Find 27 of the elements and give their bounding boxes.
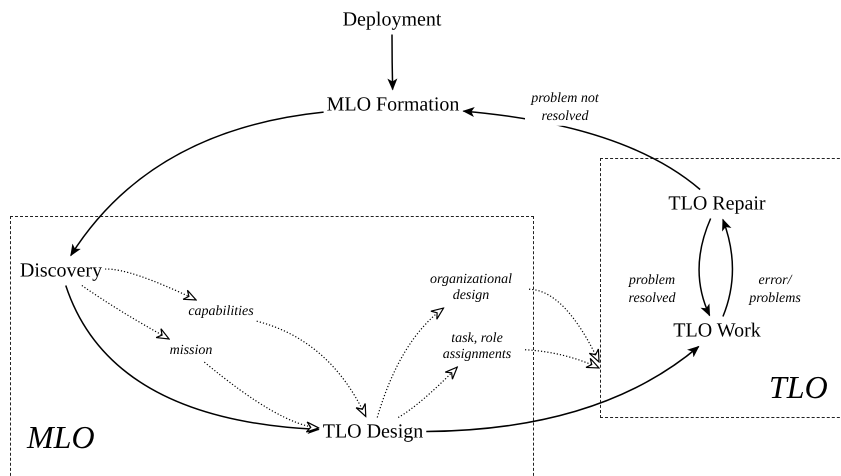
flow-annotation: capabilities xyxy=(188,304,254,320)
region-label: TLO xyxy=(769,369,828,406)
dotted-arrow xyxy=(524,349,600,369)
arrow xyxy=(698,218,712,316)
dotted-arrow xyxy=(376,308,444,418)
stage-label: Discovery xyxy=(20,260,102,282)
flow-annotation: organizational design xyxy=(416,272,526,304)
stage-label: TLO Repair xyxy=(668,192,766,216)
stage-label: MLO Formation xyxy=(326,94,460,116)
dotted-arrow xyxy=(204,362,320,432)
flow-annotation: mission xyxy=(170,342,212,360)
arrow xyxy=(65,285,320,434)
arrow xyxy=(722,218,734,317)
arrow xyxy=(387,34,398,90)
dotted-arrow xyxy=(398,366,458,418)
region-label: MLO xyxy=(27,419,95,456)
stage-label: Deployment xyxy=(342,8,442,32)
dotted-arrow xyxy=(528,288,600,363)
arrow xyxy=(426,346,700,432)
flow-annotation: task, role assignments xyxy=(432,330,522,364)
stage-label: TLO Work xyxy=(673,320,761,342)
dashed-region xyxy=(10,216,534,476)
dotted-arrow xyxy=(82,285,170,340)
dotted-arrow xyxy=(105,268,197,301)
stage-label: TLO Design xyxy=(322,420,424,444)
dotted-arrow xyxy=(256,320,366,418)
arrow xyxy=(70,111,324,256)
